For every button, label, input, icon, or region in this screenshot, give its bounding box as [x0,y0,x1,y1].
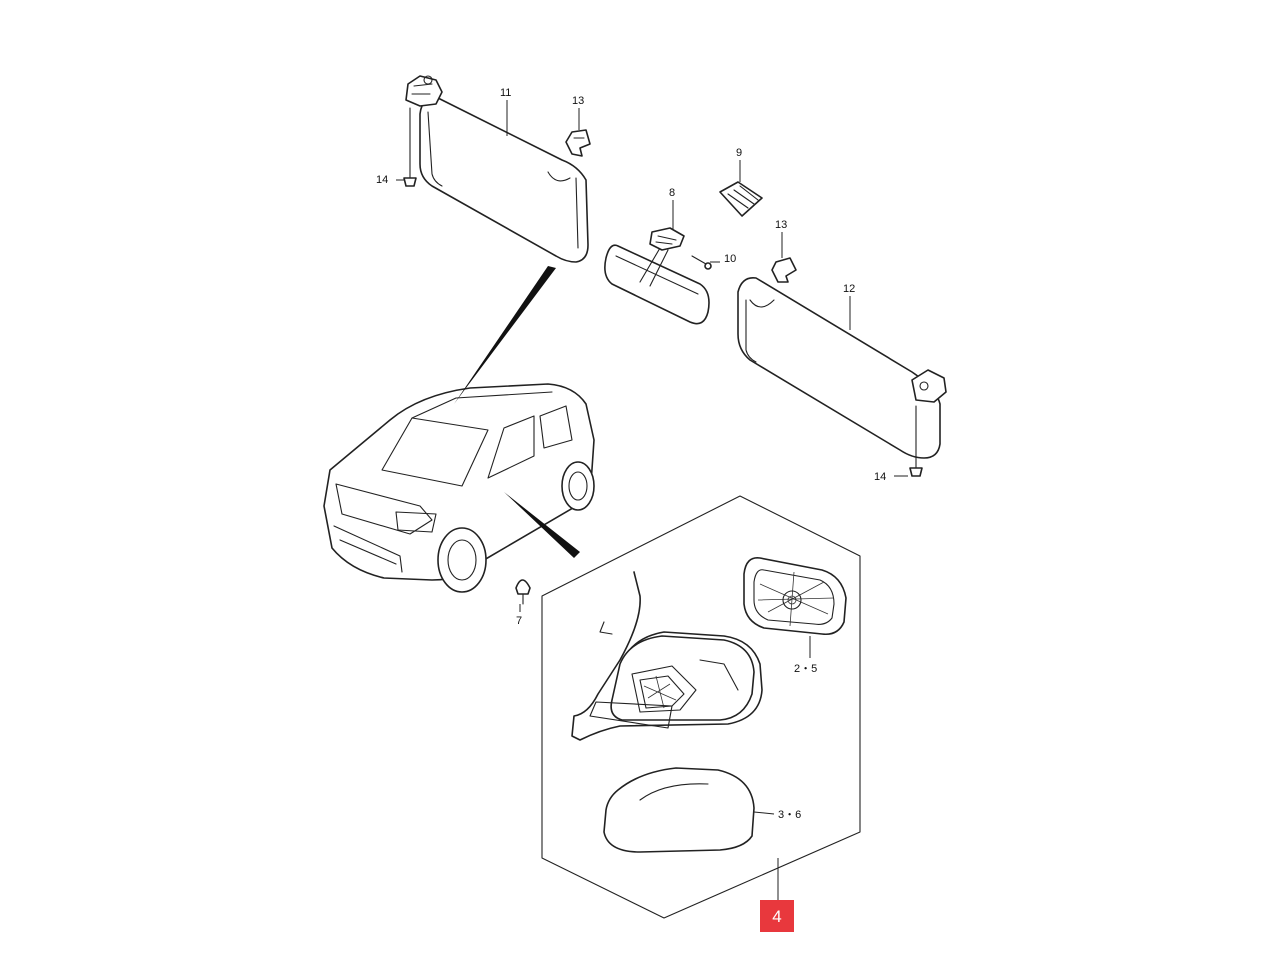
mirror-screw-10[interactable] [691,255,712,270]
right-visor-bracket[interactable] [911,369,947,403]
left-screw-14[interactable] [403,107,417,187]
pointer-to-side-mirror [504,492,580,558]
callout-13-right: 13 [775,219,787,231]
grommet-7[interactable] [515,579,531,605]
callout-14-right: 14 [874,471,886,483]
mirror-glass-2-5[interactable] [743,557,847,636]
pointer-to-visor [454,266,556,404]
callout-7: 7 [516,615,522,627]
callout-2-5: 2・5 [794,663,817,675]
highlight-badge[interactable] [760,900,794,932]
callout-12: 12 [843,283,855,295]
callout-13-left: 13 [572,95,584,107]
left-visor-bracket[interactable] [405,75,443,107]
side-mirror-housing[interactable] [571,571,763,741]
callout-9: 9 [736,147,742,159]
assembly-outline [541,495,861,919]
highlight-badge-label: 4 [772,907,781,926]
mirror-cover-3-6[interactable] [603,767,755,853]
car-illustration [323,383,595,593]
right-clip-13[interactable] [771,257,797,283]
rear-view-mirror[interactable] [604,244,710,325]
mirror-cover-9[interactable] [719,181,763,217]
callout-10: 10 [724,253,736,265]
callout-8: 8 [669,187,675,199]
callout-3-6: 3・6 [778,809,801,821]
callout-11: 11 [500,87,511,99]
left-sun-visor[interactable] [419,97,589,263]
mirror-mount-8[interactable] [649,227,685,251]
left-clip-13[interactable] [565,129,591,157]
callout-14-left: 14 [376,174,388,186]
right-sun-visor[interactable] [737,276,941,459]
right-screw-14[interactable] [909,405,923,477]
